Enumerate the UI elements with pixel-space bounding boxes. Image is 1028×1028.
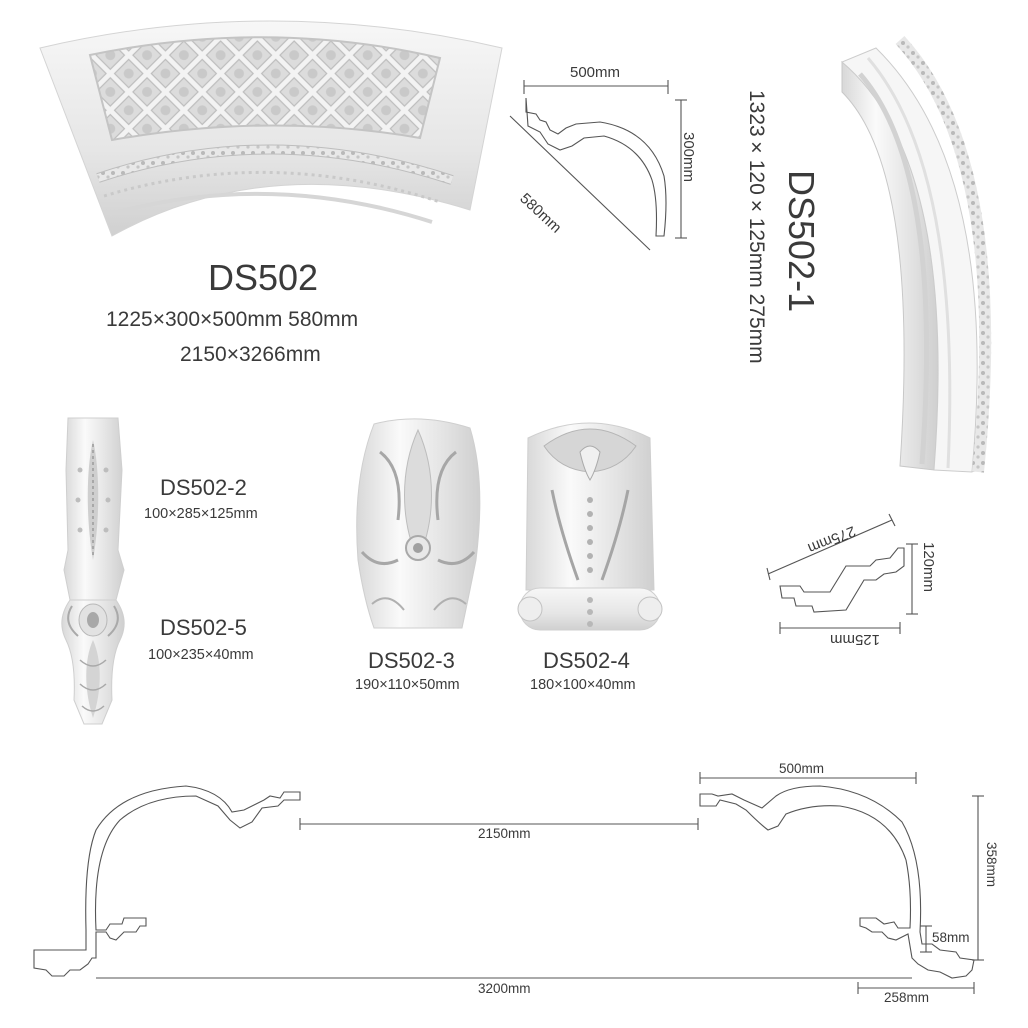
ds502-profile-height-label: 300mm xyxy=(680,132,697,183)
section-total-height-label: 358mm xyxy=(984,842,999,888)
ds502-1-product-image xyxy=(841,35,992,473)
section-drawing xyxy=(33,772,984,994)
section-inner-span-label: 2150mm xyxy=(478,826,531,841)
section-step-label: 58mm xyxy=(932,930,970,945)
ds502-1-profile-bottom-label: 125mm xyxy=(829,631,880,648)
ds502-5-size: 100×235×40mm xyxy=(148,647,254,663)
ds502-profile-width-label: 500mm xyxy=(570,64,621,81)
ds502-2-model-name: DS502-2 xyxy=(160,475,247,500)
ds502-1-size: 1323×120×125mm 275mm xyxy=(745,90,768,364)
ds502-2-product-image xyxy=(63,417,125,601)
ds502-size-line-1: 1225×300×500mm 580mm xyxy=(106,308,359,331)
ds502-5-model-name: DS502-5 xyxy=(160,615,247,640)
ds502-1-profile-height-label: 120mm xyxy=(920,542,937,593)
section-top-width-label: 500mm xyxy=(779,761,825,776)
ds502-1-profile-drawing xyxy=(766,513,918,634)
ds502-3-product-image xyxy=(356,418,481,629)
section-base-width-label: 258mm xyxy=(884,990,930,1005)
ds502-4-size: 180×100×40mm xyxy=(530,677,636,693)
ds502-5-product-image xyxy=(61,599,125,725)
ds502-1-model-name: DS502-1 xyxy=(781,170,822,313)
ds502-4-model-name: DS502-4 xyxy=(543,648,630,673)
section-total-width-label: 3200mm xyxy=(478,981,531,996)
ds502-profile-drawing xyxy=(509,80,687,251)
ds502-3-model-name: DS502-3 xyxy=(368,648,455,673)
ds502-size-line-2: 2150×3266mm xyxy=(180,343,321,366)
ds502-3-size: 190×110×50mm xyxy=(355,677,460,693)
ds502-2-size: 100×285×125mm xyxy=(144,506,258,522)
ds502-product-image xyxy=(39,20,503,237)
ds502-4-product-image xyxy=(517,422,663,631)
ds502-model-name: DS502 xyxy=(208,257,319,298)
